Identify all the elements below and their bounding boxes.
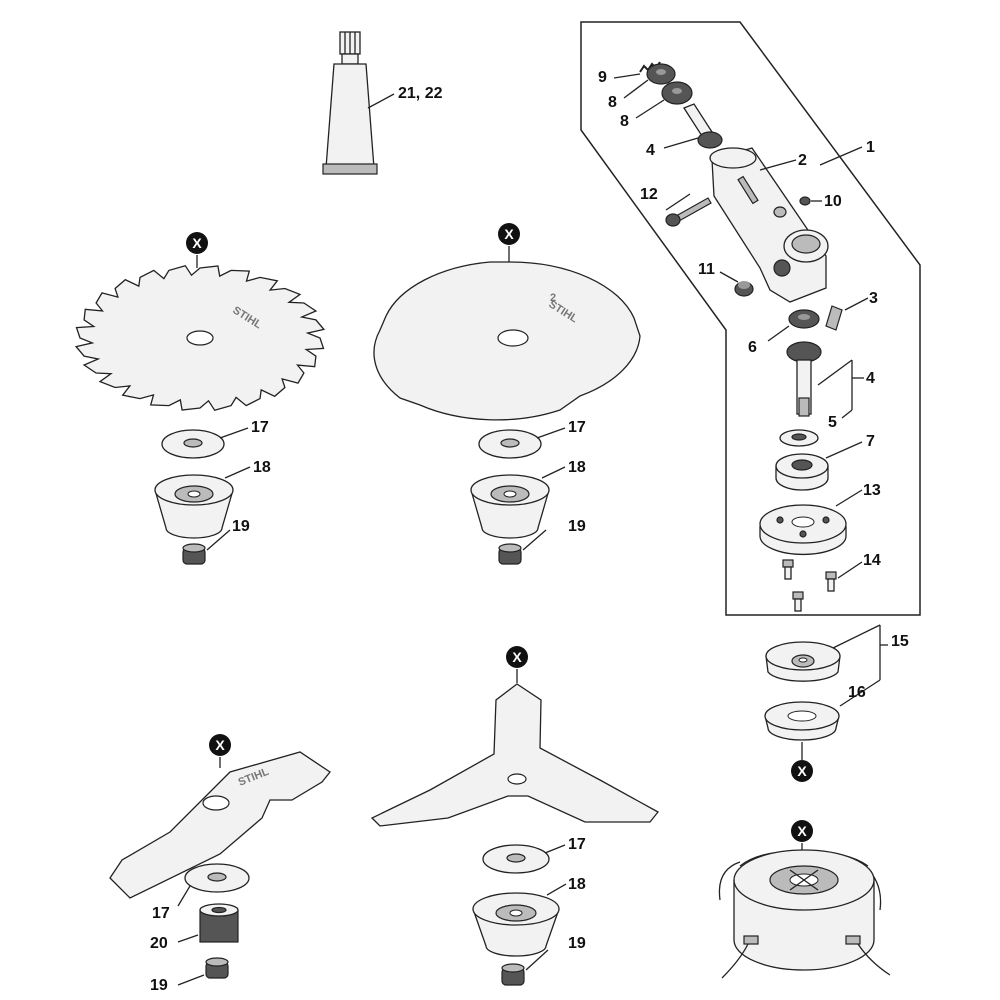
thrust-sleeve-16 — [764, 701, 840, 741]
gear-shaft-4b — [786, 341, 822, 417]
label-19a: 19 — [232, 518, 250, 535]
bearing-8b — [661, 81, 693, 105]
thrust-plate-17d — [184, 863, 250, 893]
thrust-plate-17b — [478, 429, 542, 459]
svg-text:X: X — [192, 235, 202, 251]
thrust-plate-17c — [482, 844, 550, 874]
svg-text:X: X — [215, 737, 225, 753]
three-tooth-blade — [370, 683, 659, 827]
screws-14 — [782, 559, 837, 612]
label-4a: 4 — [646, 142, 655, 159]
rider-plate-18b — [470, 474, 550, 539]
svg-text:X: X — [512, 649, 522, 665]
bolt-12 — [665, 197, 712, 227]
label-18b: 18 — [568, 459, 586, 476]
label-9: 9 — [598, 69, 607, 86]
label-6: 6 — [748, 339, 757, 356]
label-19d: 19 — [150, 977, 168, 994]
pinion-4a — [683, 103, 723, 149]
label-1: 1 — [866, 139, 875, 156]
plug-11 — [734, 281, 754, 297]
svg-text:X: X — [504, 226, 514, 242]
label-16: 16 — [848, 684, 866, 701]
marker-x-trimmer-head: X — [791, 820, 813, 842]
nut-19a — [182, 543, 206, 565]
label-15: 15 — [891, 633, 909, 650]
label-17a: 17 — [251, 419, 269, 436]
thrust-plate-15 — [765, 641, 841, 682]
label-14: 14 — [863, 552, 881, 569]
screw-10 — [799, 196, 811, 206]
trimmer-head — [718, 849, 891, 979]
brush-knife — [109, 751, 331, 899]
label-18c: 18 — [568, 876, 586, 893]
label-19c: 19 — [568, 935, 586, 952]
marker-x-saw-blade: X — [186, 232, 208, 254]
label-19b: 19 — [568, 518, 586, 535]
nut-19d — [205, 957, 229, 979]
thrust-plate-17a — [161, 429, 225, 459]
spacer-20 — [199, 903, 239, 943]
svg-text:X: X — [797, 763, 807, 779]
label-2: 2 — [798, 152, 807, 169]
label-4b: 4 — [866, 370, 875, 387]
bearing-6 — [788, 309, 820, 329]
nut-19b — [498, 543, 522, 565]
bearing-7 — [775, 453, 829, 491]
washer-5 — [779, 429, 819, 447]
label-3: 3 — [869, 290, 878, 307]
label-12: 12 — [640, 186, 658, 203]
marker-x-grass-blade: X — [498, 223, 520, 245]
nut-19c — [501, 963, 525, 986]
label-17d: 17 — [152, 905, 170, 922]
marker-x-brush-knife: X — [209, 734, 231, 756]
label-11: 11 — [698, 261, 715, 278]
label-8a: 8 — [608, 94, 617, 111]
flange-13 — [759, 504, 847, 556]
svg-text:X: X — [797, 823, 807, 839]
label-20: 20 — [150, 935, 168, 952]
label-10: 10 — [824, 193, 842, 210]
label-17c: 17 — [568, 836, 586, 853]
retaining-ring-3 — [825, 305, 843, 331]
gear-housing-2 — [709, 147, 829, 303]
label-7: 7 — [866, 433, 875, 450]
rider-plate-18a — [154, 474, 234, 539]
bearing-8a — [646, 63, 676, 85]
label-18a: 18 — [253, 459, 271, 476]
marker-x-three-tooth-blade: X — [506, 646, 528, 668]
grease-tube — [322, 31, 378, 175]
label-8b: 8 — [620, 113, 629, 130]
marker-x-sleeve: X — [791, 742, 813, 782]
grass-blade-arrow-label: 2 — [550, 292, 556, 304]
label-17b: 17 — [568, 419, 586, 436]
gear-head-assembly-frame — [580, 21, 921, 616]
label-5: 5 — [828, 414, 837, 431]
label-21-22: 21, 22 — [398, 85, 443, 102]
label-13: 13 — [863, 482, 881, 499]
rider-plate-18c — [472, 892, 560, 957]
